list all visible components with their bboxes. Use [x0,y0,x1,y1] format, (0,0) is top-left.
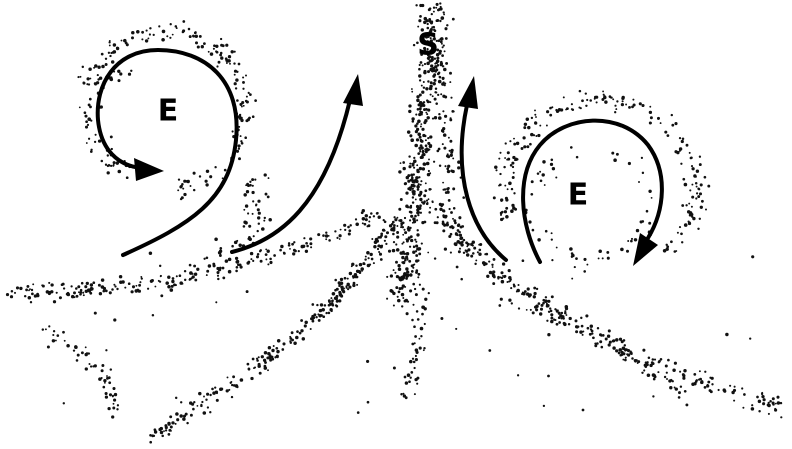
right-eddy-arrow [523,121,662,266]
left-eddy-label: E [158,94,179,129]
right-eddy-label: E [568,178,589,213]
stem-label: S [417,28,439,63]
particle-field [6,2,782,443]
right-rising-arrow [458,76,506,260]
